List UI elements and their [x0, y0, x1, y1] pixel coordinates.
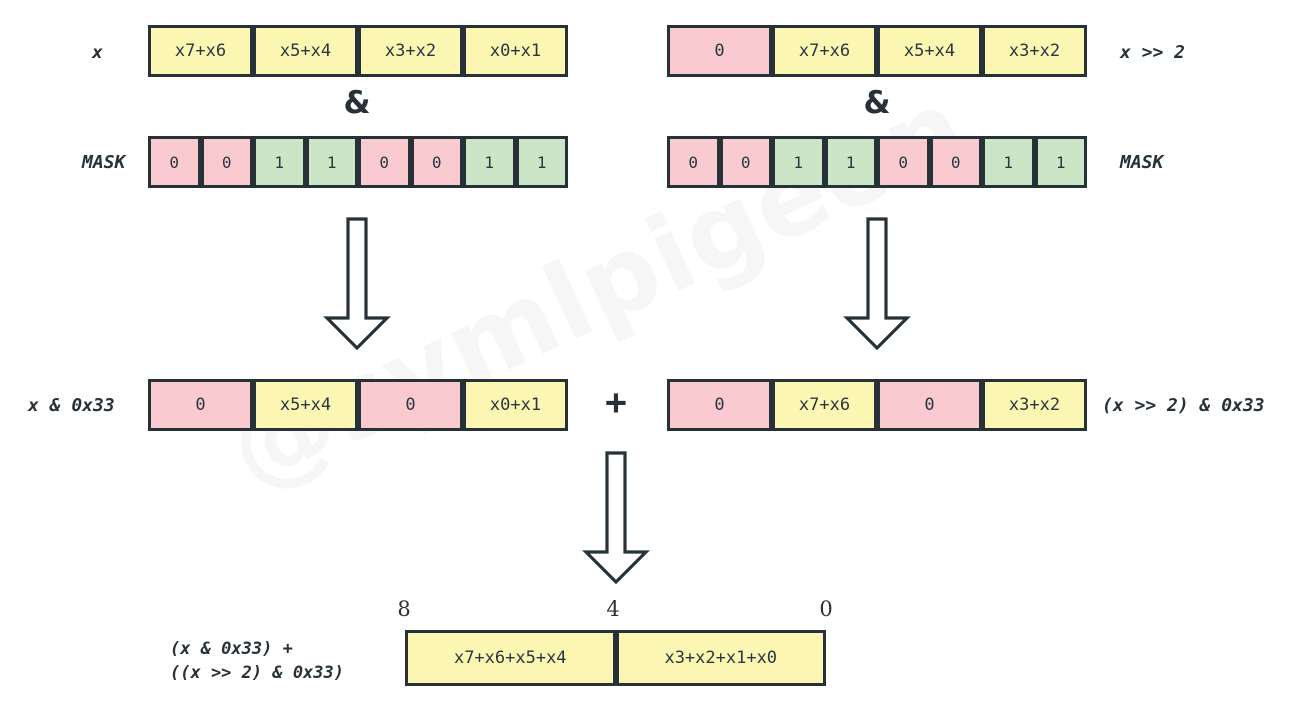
bit-cell: 0 — [667, 25, 772, 77]
mask-bit-cell: 0 — [929, 136, 982, 188]
down-arrow-icon — [323, 217, 391, 351]
bit-index-4: 4 — [606, 597, 620, 621]
final-label: (x & 0x33) + ((x >> 2) & 0x33) — [170, 637, 344, 685]
result-label-left: x & 0x33 — [28, 395, 115, 416]
final-row: x7+x6+x5+x4 x3+x2+x1+x0 — [405, 630, 826, 686]
mask-bit-cell: 0 — [148, 136, 201, 188]
and-operator-right: & — [863, 85, 891, 121]
bit-cell: x5+x4 — [877, 25, 982, 77]
bit-cell: 0 — [358, 379, 463, 431]
bit-cell: x7+x6 — [772, 25, 877, 77]
mask-bit-cell: 0 — [667, 136, 720, 188]
label-x: x — [92, 42, 103, 63]
mask-bit-cell: 0 — [358, 136, 411, 188]
bit-cell: x3+x2 — [982, 25, 1087, 77]
mask-label-left: MASK — [82, 152, 126, 173]
label-shifted: x >> 2 — [1120, 42, 1186, 63]
mask-bit-cell: 1 — [772, 136, 825, 188]
bit-cell: x7+x6 — [148, 25, 253, 77]
mask-label-right: MASK — [1120, 152, 1164, 173]
mask-bit-cell: 0 — [719, 136, 772, 188]
result-label-right: (x >> 2) & 0x33 — [1102, 395, 1265, 416]
mask-bit-cell: 1 — [253, 136, 306, 188]
mask-bit-cell: 1 — [1034, 136, 1087, 188]
final-label-line2: ((x >> 2) & 0x33) — [170, 663, 344, 683]
mask-bit-cell: 1 — [463, 136, 516, 188]
row-x: x7+x6 x5+x4 x3+x2 x0+x1 — [148, 25, 568, 77]
bit-index-0: 0 — [819, 597, 833, 621]
row-shifted: 0 x7+x6 x5+x4 x3+x2 — [667, 25, 1087, 77]
mask-row-left: 0 0 1 1 0 0 1 1 — [148, 136, 568, 188]
bit-cell: x3+x2+x1+x0 — [615, 630, 826, 686]
bit-cell: 0 — [877, 379, 982, 431]
mask-bit-cell: 0 — [877, 136, 930, 188]
mask-row-right: 0 0 1 1 0 0 1 1 — [667, 136, 1087, 188]
mask-bit-cell: 1 — [824, 136, 877, 188]
plus-operator: + — [605, 382, 627, 423]
final-label-line1: (x & 0x33) + — [170, 639, 293, 659]
mask-bit-cell: 0 — [410, 136, 463, 188]
mask-bit-cell: 1 — [982, 136, 1035, 188]
bit-cell: x7+x6 — [772, 379, 877, 431]
bit-cell: x0+x1 — [463, 379, 568, 431]
result-row-left: 0 x5+x4 0 x0+x1 — [148, 379, 568, 431]
and-operator-left: & — [343, 85, 371, 121]
bit-cell: x5+x4 — [253, 25, 358, 77]
down-arrow-icon — [582, 451, 650, 585]
bit-cell: x3+x2 — [982, 379, 1087, 431]
bit-cell: 0 — [148, 379, 253, 431]
bit-cell: x7+x6+x5+x4 — [405, 630, 616, 686]
bit-cell: x5+x4 — [253, 379, 358, 431]
mask-bit-cell: 1 — [515, 136, 568, 188]
down-arrow-icon — [843, 217, 911, 351]
bit-index-8: 8 — [397, 597, 411, 621]
result-row-right: 0 x7+x6 0 x3+x2 — [667, 379, 1087, 431]
mask-bit-cell: 1 — [305, 136, 358, 188]
bit-cell: x0+x1 — [463, 25, 568, 77]
bit-cell: 0 — [667, 379, 772, 431]
mask-bit-cell: 0 — [200, 136, 253, 188]
bit-cell: x3+x2 — [358, 25, 463, 77]
